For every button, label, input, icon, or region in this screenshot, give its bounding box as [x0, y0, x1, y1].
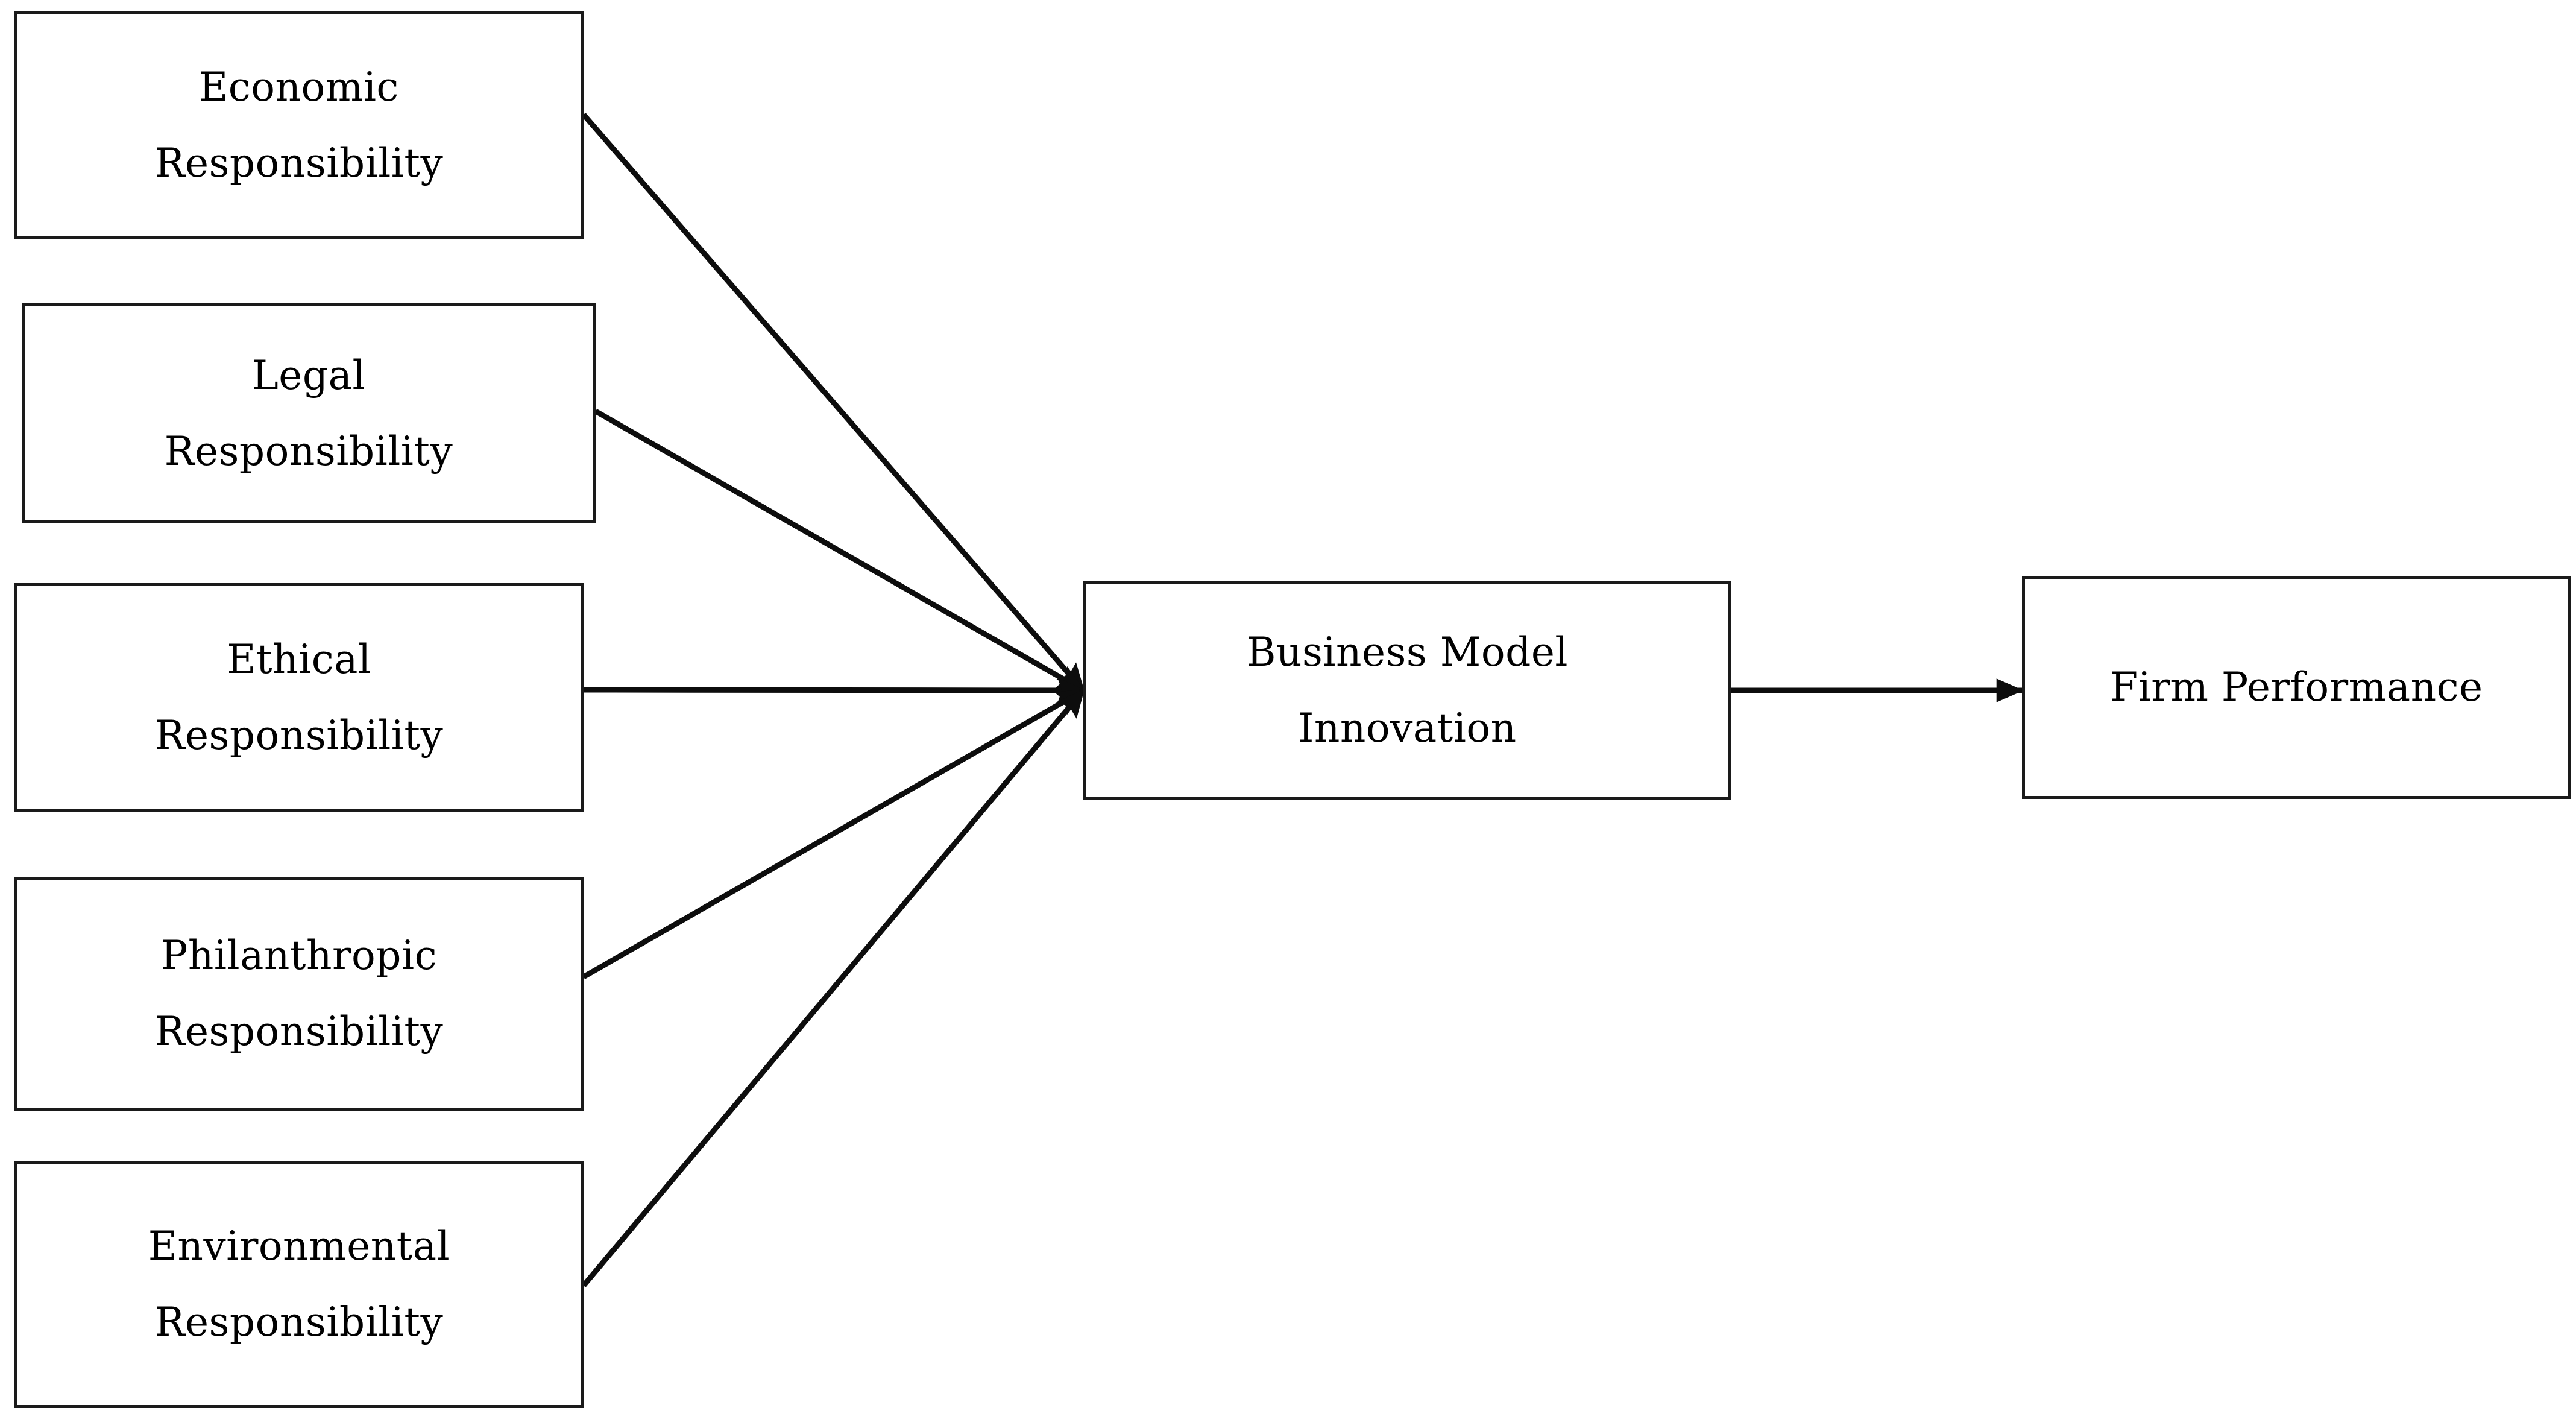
node-business-model-innovation[interactable]: Business Model Innovation	[1083, 581, 1731, 800]
node-label-line-2: Responsibility	[154, 1299, 444, 1345]
node-economic-responsibility[interactable]: Economic Responsibility	[14, 11, 584, 239]
node-label-line-1: Philanthropic	[160, 932, 438, 979]
node-legal-responsibility[interactable]: Legal Responsibility	[22, 303, 596, 523]
node-philanthropic-responsibility[interactable]: Philanthropic Responsibility	[14, 877, 584, 1111]
node-label-line-2: Responsibility	[154, 139, 444, 186]
edge-economic-to-bmi	[581, 113, 1086, 692]
node-label-line-2: Responsibility	[164, 428, 453, 475]
node-label-line-1: Legal	[251, 352, 366, 399]
node-environmental-responsibility[interactable]: Environmental Responsibility	[14, 1161, 584, 1408]
node-firm-performance[interactable]: Firm Performance	[2022, 576, 2571, 799]
node-ethical-responsibility[interactable]: Ethical Responsibility	[14, 583, 584, 812]
node-label-line-1: Environmental	[148, 1223, 450, 1269]
node-label-line-1: Firm Performance	[2110, 664, 2483, 710]
edge-environmental-to-bmi	[581, 689, 1086, 1287]
node-label-line-1: Economic	[199, 63, 399, 110]
edge-legal-to-bmi	[594, 409, 1086, 693]
node-label-line-2: Responsibility	[154, 712, 444, 759]
edge-philanthropic-to-bmi	[582, 688, 1086, 979]
node-label-line-1: Business Model	[1246, 629, 1568, 675]
node-label-line-2: Responsibility	[154, 1008, 444, 1055]
node-label-line-2: Innovation	[1298, 705, 1517, 751]
node-label-line-1: Ethical	[227, 636, 371, 683]
